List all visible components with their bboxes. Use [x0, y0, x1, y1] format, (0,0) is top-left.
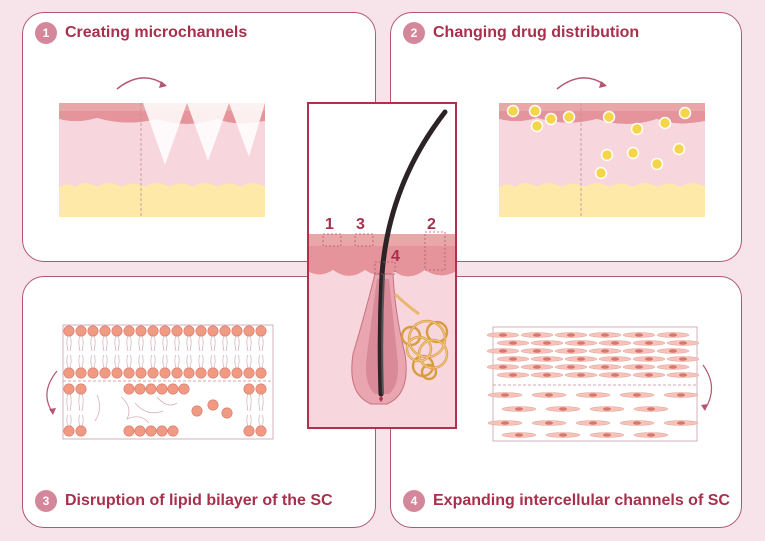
panel-3-header: 3 Disruption of lipid bilayer of the SC — [35, 490, 333, 512]
panel-1-header: 1 Creating microchannels — [35, 22, 247, 44]
location-label-2: 2 — [427, 216, 436, 233]
drug-distribution-skin-illustration — [499, 77, 705, 217]
microchannel-skin-illustration — [59, 77, 265, 217]
panel-title: Disruption of lipid bilayer of the SC — [65, 492, 333, 509]
intercellular-channel-illustration — [486, 326, 713, 442]
lipid-bilayer-illustration — [46, 324, 274, 440]
location-label-1: 1 — [325, 216, 334, 233]
panel-4-header: 4 Expanding intercellular channels of SC — [403, 490, 730, 512]
skin-cross-section: 1 3 2 4 — [307, 102, 457, 429]
panel-2-header: 2 Changing drug distribution — [403, 22, 639, 44]
location-label-4: 4 — [391, 248, 400, 265]
panel-title: Changing drug distribution — [433, 24, 640, 41]
step-number-badge: 2 — [403, 22, 425, 44]
hair-follicle-illustration — [309, 109, 455, 427]
panel-title: Expanding intercellular channels of SC — [433, 492, 730, 509]
step-number-badge: 4 — [403, 490, 425, 512]
step-number-badge: 3 — [35, 490, 57, 512]
step-number-badge: 1 — [35, 22, 57, 44]
panel-title: Creating microchannels — [65, 24, 248, 41]
location-label-3: 3 — [356, 216, 365, 233]
